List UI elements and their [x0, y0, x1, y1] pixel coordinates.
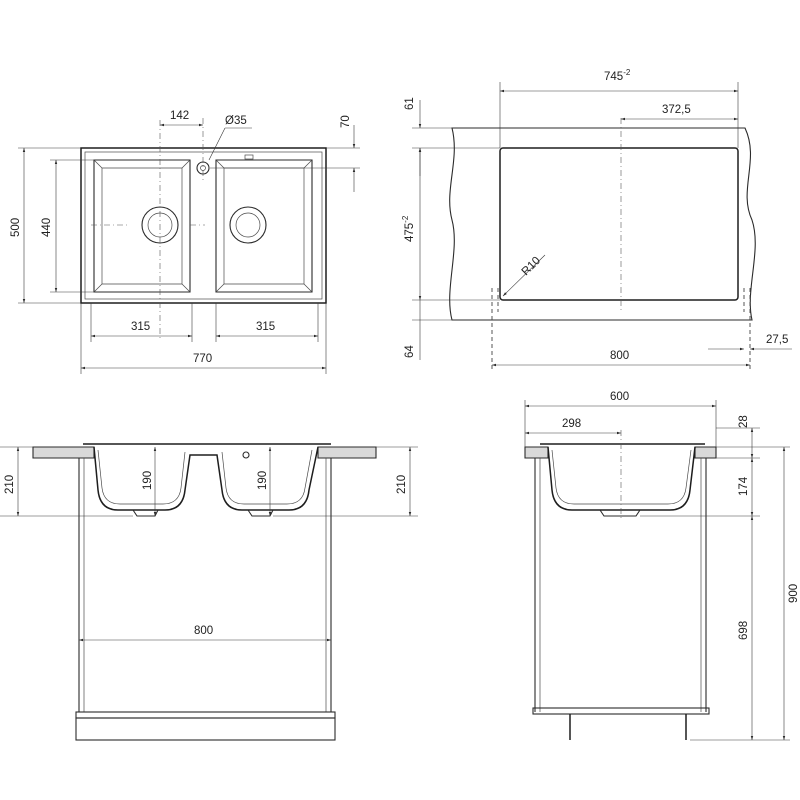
dim-total-height: 900: [788, 584, 800, 603]
side-countertop-right: [694, 446, 717, 459]
dim-bowl-left: 315: [131, 321, 150, 333]
dim-bottom-margin: 64: [404, 345, 416, 358]
dim-bowl-depth-right: 190: [257, 471, 269, 490]
dim-top-thickness: 28: [738, 415, 750, 428]
right-drain: [229, 206, 267, 244]
dim-hole-diameter: Ø35: [225, 115, 247, 127]
countertop-left: [32, 446, 95, 459]
dim-depth-total: 600: [610, 391, 629, 403]
dim-top-margin: 61: [404, 97, 416, 110]
plan-view: 142 Ø35 70 500 440 315 315 770: [10, 110, 360, 374]
dim-cabinet-width: 800: [194, 625, 213, 637]
side-bowl: [547, 446, 696, 517]
side-section: 600 298 28 174 698 900: [524, 391, 800, 741]
dim-width: 770: [193, 353, 212, 365]
side-countertop-left: [524, 446, 549, 459]
dim-depth-right: 210: [396, 475, 408, 494]
dim-bowl-depth-left: 190: [142, 471, 154, 490]
cutout-view: 745-2 372,5 61 475-2 64 R10 800 27,5: [401, 68, 792, 372]
countertop-right: [317, 446, 377, 459]
countertop-outline: [449, 127, 756, 321]
front-section: 210 210 190 190 800: [0, 443, 418, 741]
dim-cut-height: 475-2: [401, 215, 416, 242]
dim-hole-spacing: 142: [170, 110, 189, 122]
dim-top-offset: 70: [340, 115, 352, 128]
sink-outline: [80, 147, 327, 304]
dim-bowl-depth: 174: [738, 476, 750, 496]
front-left-bowl: [93, 446, 205, 517]
dim-height-inner: 440: [41, 218, 53, 237]
left-bowl: [93, 159, 191, 293]
dim-cabinet-height: 698: [738, 621, 750, 640]
dim-radius: R10: [520, 255, 543, 278]
dim-half-width: 372,5: [662, 104, 691, 116]
dim-depth-left: 210: [4, 475, 16, 494]
dim-cut-width: 745-2: [604, 68, 631, 83]
dim-half-depth: 298: [562, 418, 581, 430]
dim-height-outer: 500: [10, 218, 22, 237]
right-bowl: [215, 159, 313, 293]
dim-bowl-right: 315: [256, 321, 275, 333]
dim-cabinet-width: 800: [610, 350, 629, 362]
cabinet-plinth: [75, 711, 336, 719]
cutout: [499, 147, 739, 301]
front-right-bowl: [205, 446, 319, 517]
dim-side-margin: 27,5: [766, 334, 788, 346]
